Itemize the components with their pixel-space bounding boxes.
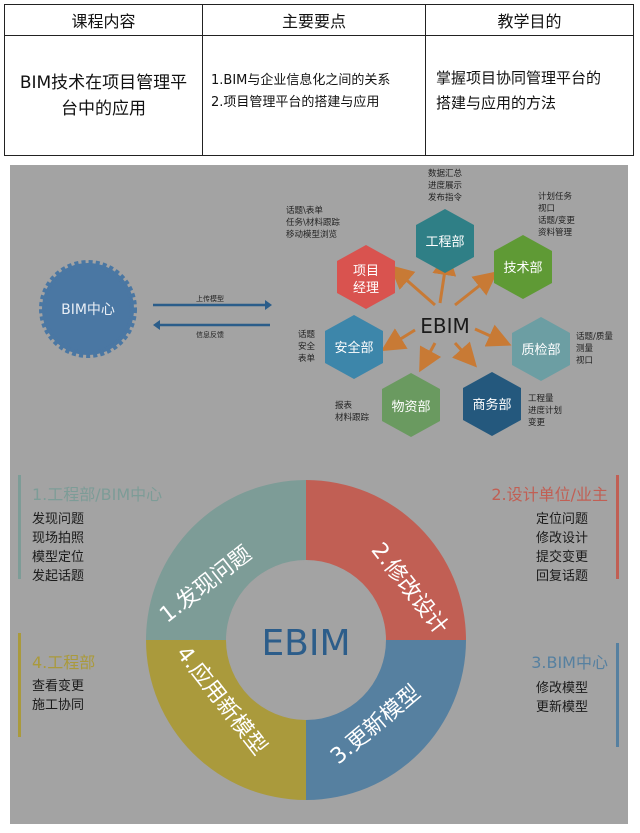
purpose-line: 掌握项目协同管理平台的: [436, 69, 602, 87]
panel1-title: 1.工程部/BIM中心: [32, 485, 163, 504]
note-line: 话题: [298, 329, 316, 340]
panel2-item: 回复话题: [535, 569, 588, 584]
upload-label: 上传模型: [196, 294, 224, 303]
panel1-item: 发现问题: [32, 512, 85, 527]
cycle-diagram: EBIM 1.发现问题 2.修改设计 3.更新模型 4.应用新模型: [146, 480, 466, 800]
panel2-item: 定位问题: [535, 512, 588, 527]
segment-4-shape: [146, 640, 306, 800]
note-line: 视口: [576, 355, 593, 366]
note-line: 测量: [576, 344, 594, 354]
note-line: 变更: [528, 417, 546, 428]
ebim-hub-label: EBIM: [420, 314, 470, 338]
hex-label: 商务部: [472, 397, 511, 413]
table-divider: [202, 5, 203, 155]
hex-label: 技术部: [503, 261, 542, 276]
content-line: BIM技术在项目管理平: [19, 73, 188, 93]
hex-safety: 安全部: [325, 315, 383, 379]
segment-3-shape: [306, 640, 466, 800]
notes-technical: 计划任务 视口 话题/变更 资料管理: [538, 191, 575, 238]
feedback-label: 信息反馈: [196, 330, 224, 339]
note-line: 报表: [335, 400, 353, 411]
cell-points: 1.BIM与企业信息化之间的关系 2.项目管理平台的搭建与应用: [203, 36, 425, 156]
hex-label: 经理: [353, 281, 379, 296]
note-line: 进度计划: [528, 405, 562, 416]
hex-materials: 物资部: [382, 373, 440, 437]
panel1-item: 发起话题: [32, 569, 85, 584]
cycle-center-label: EBIM: [261, 623, 350, 664]
transfer-arrows: 上传模型 信息反馈: [153, 294, 272, 339]
panel3-item: 修改模型: [535, 681, 588, 696]
bim-center-label: BIM中心: [61, 302, 115, 318]
cell-purpose: 掌握项目协同管理平台的 搭建与应用的方法: [426, 36, 633, 156]
panel2-bar: [616, 475, 619, 579]
panel1-items: 发现问题 现场拍照 模型定位 发起话题: [32, 510, 84, 586]
purpose-line: 搭建与应用的方法: [436, 94, 557, 112]
note-line: 进度展示: [428, 180, 462, 191]
panel3-bar: [616, 643, 619, 747]
notes-materials: 报表 材料跟踪: [335, 400, 370, 423]
notes-quality: 话题/质量 测量 视口: [576, 331, 613, 366]
note-line: 话题/变更: [538, 215, 575, 226]
panel3-item: 更新模型: [535, 700, 588, 715]
ebim-hub: EBIM: [380, 251, 512, 373]
panel3-items: 修改模型 更新模型: [536, 679, 588, 717]
panel3-title: 3.BIM中心: [531, 653, 608, 672]
cell-content: BIM技术在项目管理平 台中的应用: [5, 36, 202, 156]
panel1-item: 模型定位: [32, 550, 85, 565]
hex-label: 工程部: [425, 235, 464, 250]
note-line: 资料管理: [538, 227, 573, 238]
table-divider: [425, 5, 426, 155]
course-table: 课程内容 主要要点 教学目的 BIM技术在项目管理平 台中的应用 1.BIM与企…: [4, 4, 634, 156]
hex-label: 质检部: [521, 343, 560, 358]
point-item: 1.BIM与企业信息化之间的关系: [211, 73, 391, 88]
hex-business: 商务部: [463, 372, 521, 436]
panel2-item: 提交变更: [535, 550, 588, 565]
diagram-panel: BIM中心 上传模型 信息反馈 EBIM 项目 经理: [10, 165, 628, 824]
notes-project-manager: 话题\表单 任务\材料跟踪 移动模型浏览: [286, 205, 340, 240]
note-line: 任务\材料跟踪: [286, 217, 340, 228]
note-line: 话题\表单: [286, 205, 323, 216]
notes-safety: 话题 安全 表单: [298, 329, 316, 364]
hex-technical: 技术部: [494, 235, 552, 299]
panel4-item: 施工协同: [32, 698, 85, 713]
header-content: 课程内容: [71, 12, 136, 31]
segment-1-shape: [146, 480, 306, 640]
hex-label: 项目: [353, 264, 379, 279]
panel4-item: 查看变更: [32, 679, 85, 694]
note-line: 计划任务: [538, 191, 573, 202]
panel2-items: 定位问题 修改设计 提交变更 回复话题: [536, 510, 588, 586]
note-line: 数据汇总: [428, 168, 463, 179]
panel4-bar: [18, 633, 21, 737]
note-line: 移动模型浏览: [286, 229, 337, 240]
note-line: 材料跟踪: [335, 412, 370, 423]
panel2-item: 修改设计: [535, 531, 588, 546]
header-points: 主要要点: [281, 12, 346, 31]
note-line: 视口: [538, 203, 555, 214]
notes-business: 工程量 进度计划 变更: [528, 394, 562, 428]
point-item: 2.项目管理平台的搭建与应用: [211, 95, 380, 110]
diagram-canvas: BIM中心 上传模型 信息反馈 EBIM 项目 经理: [39, 168, 613, 800]
bim-center-gear: BIM中心: [39, 260, 137, 358]
panel4-items: 查看变更 施工协同: [32, 677, 84, 715]
hex-engineering: 工程部: [416, 209, 474, 273]
note-line: 表单: [298, 353, 316, 364]
panel1-item: 现场拍照: [32, 531, 85, 546]
hex-project-manager: 项目 经理: [337, 245, 395, 309]
hex-quality: 质检部: [512, 317, 570, 381]
panel4-title: 4.工程部: [32, 653, 96, 672]
content-line: 台中的应用: [61, 99, 146, 119]
panel2-title: 2.设计单位/业主: [491, 485, 608, 504]
notes-engineering: 数据汇总 进度展示 发布指令: [428, 168, 463, 203]
segment-2-shape: [306, 480, 466, 640]
hex-label: 安全部: [334, 340, 373, 356]
note-line: 工程量: [528, 394, 554, 404]
note-line: 话题/质量: [576, 331, 613, 342]
table-header-row: [5, 5, 633, 36]
header-purpose: 教学目的: [497, 12, 562, 31]
note-line: 安全: [298, 341, 316, 352]
hex-label: 物资部: [391, 400, 430, 415]
panel1-bar: [18, 475, 21, 579]
note-line: 发布指令: [428, 192, 463, 203]
